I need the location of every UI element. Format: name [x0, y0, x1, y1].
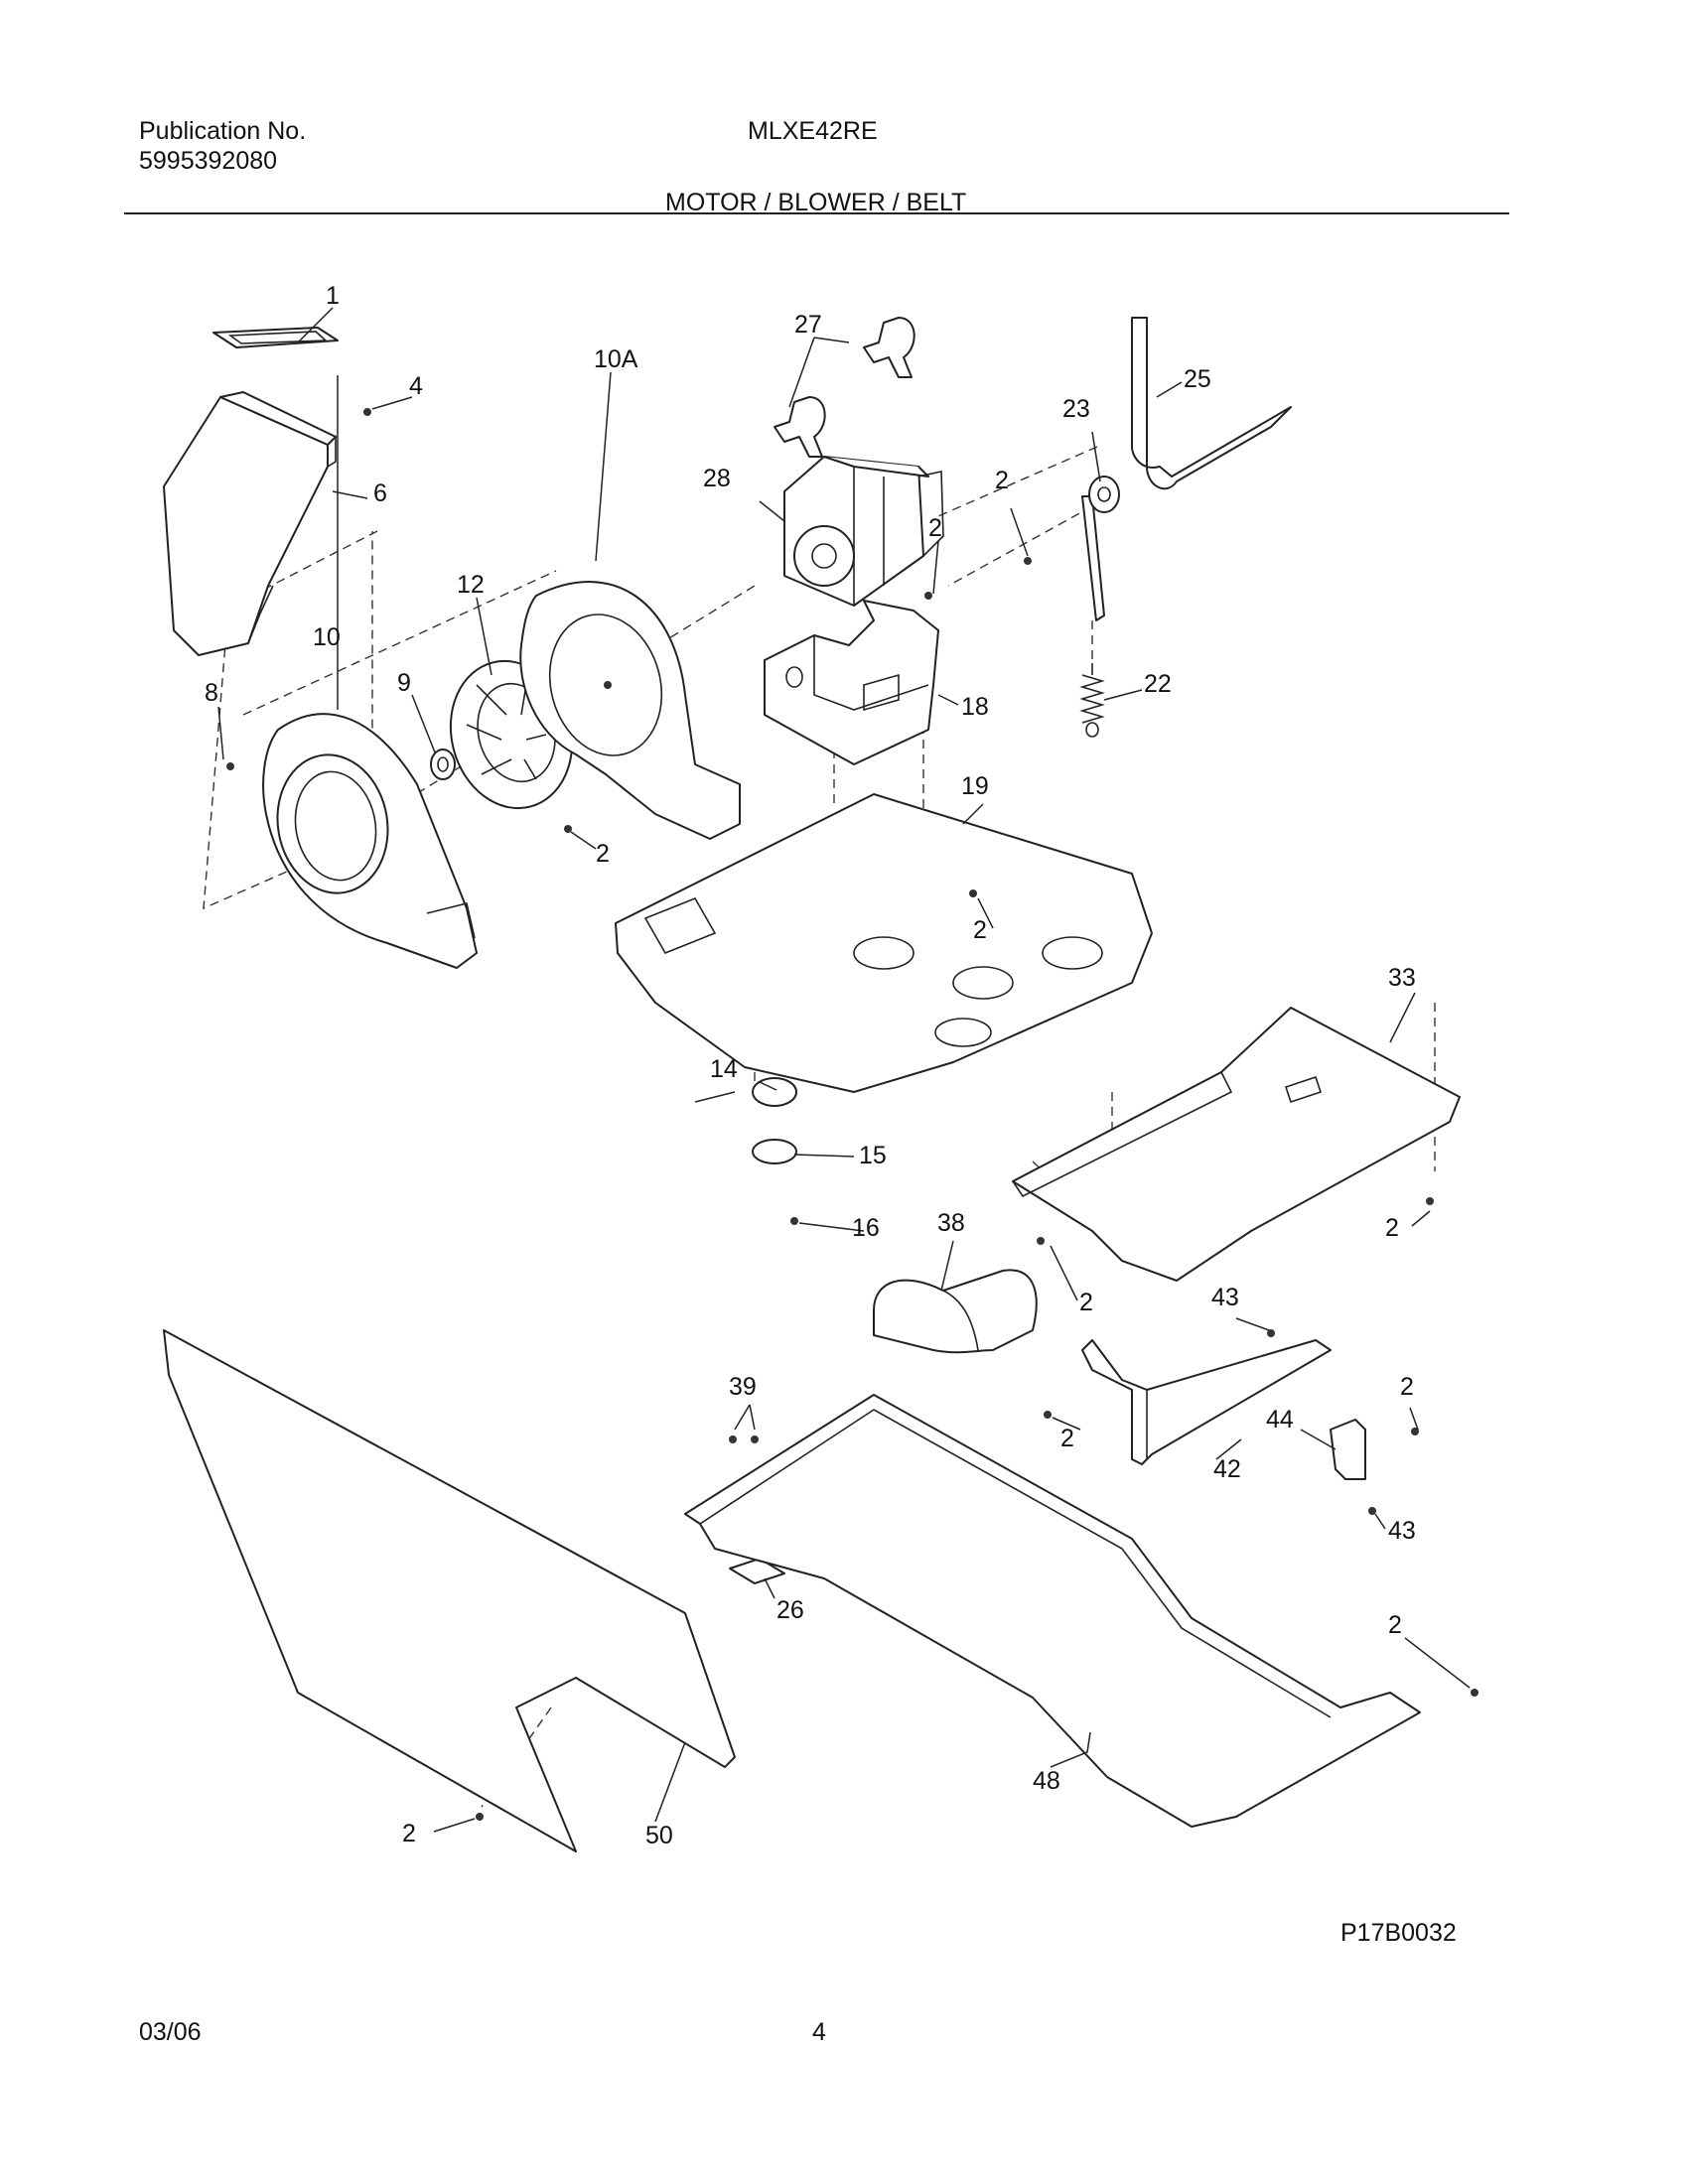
page-number: 4 — [812, 2018, 826, 2046]
callout-8: 8 — [205, 679, 218, 707]
callout-23: 23 — [1062, 395, 1090, 423]
part-14-foot — [694, 1077, 797, 1107]
callout-16: 16 — [852, 1214, 880, 1242]
part-18-motor-mount — [764, 600, 939, 765]
part-22-spring — [1079, 663, 1105, 738]
callout-14: 14 — [710, 1055, 738, 1083]
callout-2-rear-panel: 2 — [1385, 1214, 1399, 1242]
part-15-foot-pad — [752, 1139, 797, 1164]
callout-43-bottom: 43 — [1388, 1517, 1416, 1545]
part-10-blower-housing — [262, 713, 478, 969]
callout-numbers: 1 4 6 10A 12 10 9 8 2 27 28 2 2 18 19 2 … — [205, 282, 1416, 1849]
callout-2-blower: 2 — [596, 840, 610, 868]
callout-39: 39 — [729, 1373, 757, 1401]
callout-12: 12 — [457, 571, 485, 599]
callout-15: 15 — [859, 1142, 887, 1169]
part-10a-blower-housing-rear — [519, 581, 741, 840]
callout-19: 19 — [961, 772, 989, 800]
callout-48: 48 — [1033, 1767, 1060, 1795]
header-divider — [124, 212, 1509, 214]
callout-2-channel: 2 — [1388, 1611, 1402, 1639]
callout-38: 38 — [937, 1209, 965, 1237]
part-25-belt — [1131, 317, 1292, 490]
callout-10a: 10A — [594, 345, 638, 373]
model-number: MLXE42RE — [748, 117, 878, 145]
callout-2-base: 2 — [973, 916, 987, 944]
part-44-clip — [1330, 1419, 1366, 1480]
callout-2-mount-right: 2 — [995, 467, 1009, 494]
callout-6: 6 — [373, 479, 387, 507]
part-48-base-channel — [684, 1394, 1421, 1828]
callout-28: 28 — [703, 465, 731, 492]
callout-43-top: 43 — [1211, 1284, 1239, 1311]
callout-10-housing: 10 — [313, 623, 341, 651]
callout-33: 33 — [1388, 964, 1416, 992]
drawing-id: P17B0032 — [1340, 1919, 1457, 1947]
callout-22: 22 — [1144, 670, 1172, 698]
callout-2-elbow: 2 — [1079, 1289, 1093, 1316]
callout-4: 4 — [409, 372, 423, 400]
part-1-gasket — [212, 327, 339, 348]
part-33-rear-panel — [1011, 1007, 1461, 1282]
footer-date: 03/06 — [139, 2018, 202, 2046]
part-26-pad — [729, 1558, 785, 1584]
part-23-idler-arm — [1081, 476, 1120, 621]
leader-lines — [217, 307, 1471, 1833]
section-title: MOTOR / BLOWER / BELT — [665, 189, 967, 216]
part-42-rail — [1081, 1339, 1332, 1465]
part-28-motor — [783, 456, 944, 607]
callout-44: 44 — [1266, 1406, 1294, 1433]
callout-27: 27 — [794, 311, 822, 339]
part-19-base-plate — [615, 793, 1153, 1093]
callout-42: 42 — [1213, 1455, 1241, 1483]
part-27-motor-clamps — [774, 317, 915, 458]
publication-label: Publication No. — [139, 117, 307, 145]
part-6-blower-duct — [163, 391, 337, 656]
callout-9: 9 — [397, 669, 411, 697]
part-50-side-panel — [163, 1329, 736, 1852]
publication-number: 5995392080 — [139, 147, 278, 175]
callout-18: 18 — [961, 693, 989, 721]
callout-2-clip: 2 — [1400, 1373, 1414, 1401]
callout-2-rail: 2 — [1060, 1425, 1074, 1452]
callout-25: 25 — [1184, 365, 1211, 393]
screws — [226, 408, 1478, 1821]
callout-2-mount-left: 2 — [928, 514, 942, 542]
callout-1: 1 — [326, 282, 340, 310]
part-9-washer — [430, 749, 456, 780]
callout-26: 26 — [776, 1596, 804, 1624]
callout-50: 50 — [645, 1822, 673, 1849]
callout-2-side-panel: 2 — [402, 1820, 416, 1847]
part-38-elbow — [873, 1269, 1038, 1354]
